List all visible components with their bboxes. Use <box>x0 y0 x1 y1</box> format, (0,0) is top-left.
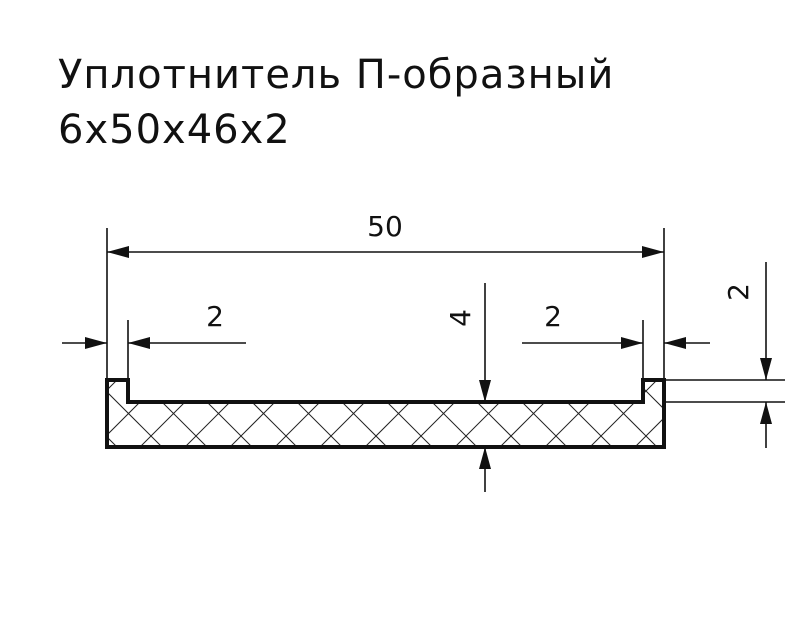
arrowhead-right-wall-a <box>621 337 643 349</box>
arrowhead-left-wall-b <box>128 337 150 349</box>
profile-outline <box>105 378 666 449</box>
hatch-line <box>624 380 664 447</box>
arrowhead-lip-top <box>760 358 772 380</box>
section-hatching <box>107 370 800 457</box>
hatch-line <box>715 370 800 457</box>
hatch-line <box>715 370 800 457</box>
dimension-label-right-wall: 2 <box>544 300 562 333</box>
arrowhead-left-wall-a <box>85 337 107 349</box>
dimension-label-width: 50 <box>367 210 403 243</box>
hatch-line <box>107 380 128 447</box>
arrowhead-lip-bottom <box>760 402 772 424</box>
arrowhead-right-wall-b <box>664 337 686 349</box>
dimension-label-lip: 2 <box>722 283 755 301</box>
hatch-line <box>670 370 757 457</box>
drawing-subtitle: 6x50x46x2 <box>58 107 291 153</box>
arrowhead-width-left <box>107 246 129 258</box>
drawing-title: Уплотнитель П-образный <box>58 52 614 98</box>
arrowhead-width-right <box>642 246 664 258</box>
dimension-label-left-wall: 2 <box>206 300 224 333</box>
dimension-label-height: 4 <box>444 309 477 327</box>
arrowhead-height-top <box>479 380 491 402</box>
hatch-line <box>579 380 664 447</box>
hatch-line <box>107 380 128 447</box>
hatch-line <box>670 370 757 457</box>
arrowhead-height-bottom <box>479 447 491 469</box>
